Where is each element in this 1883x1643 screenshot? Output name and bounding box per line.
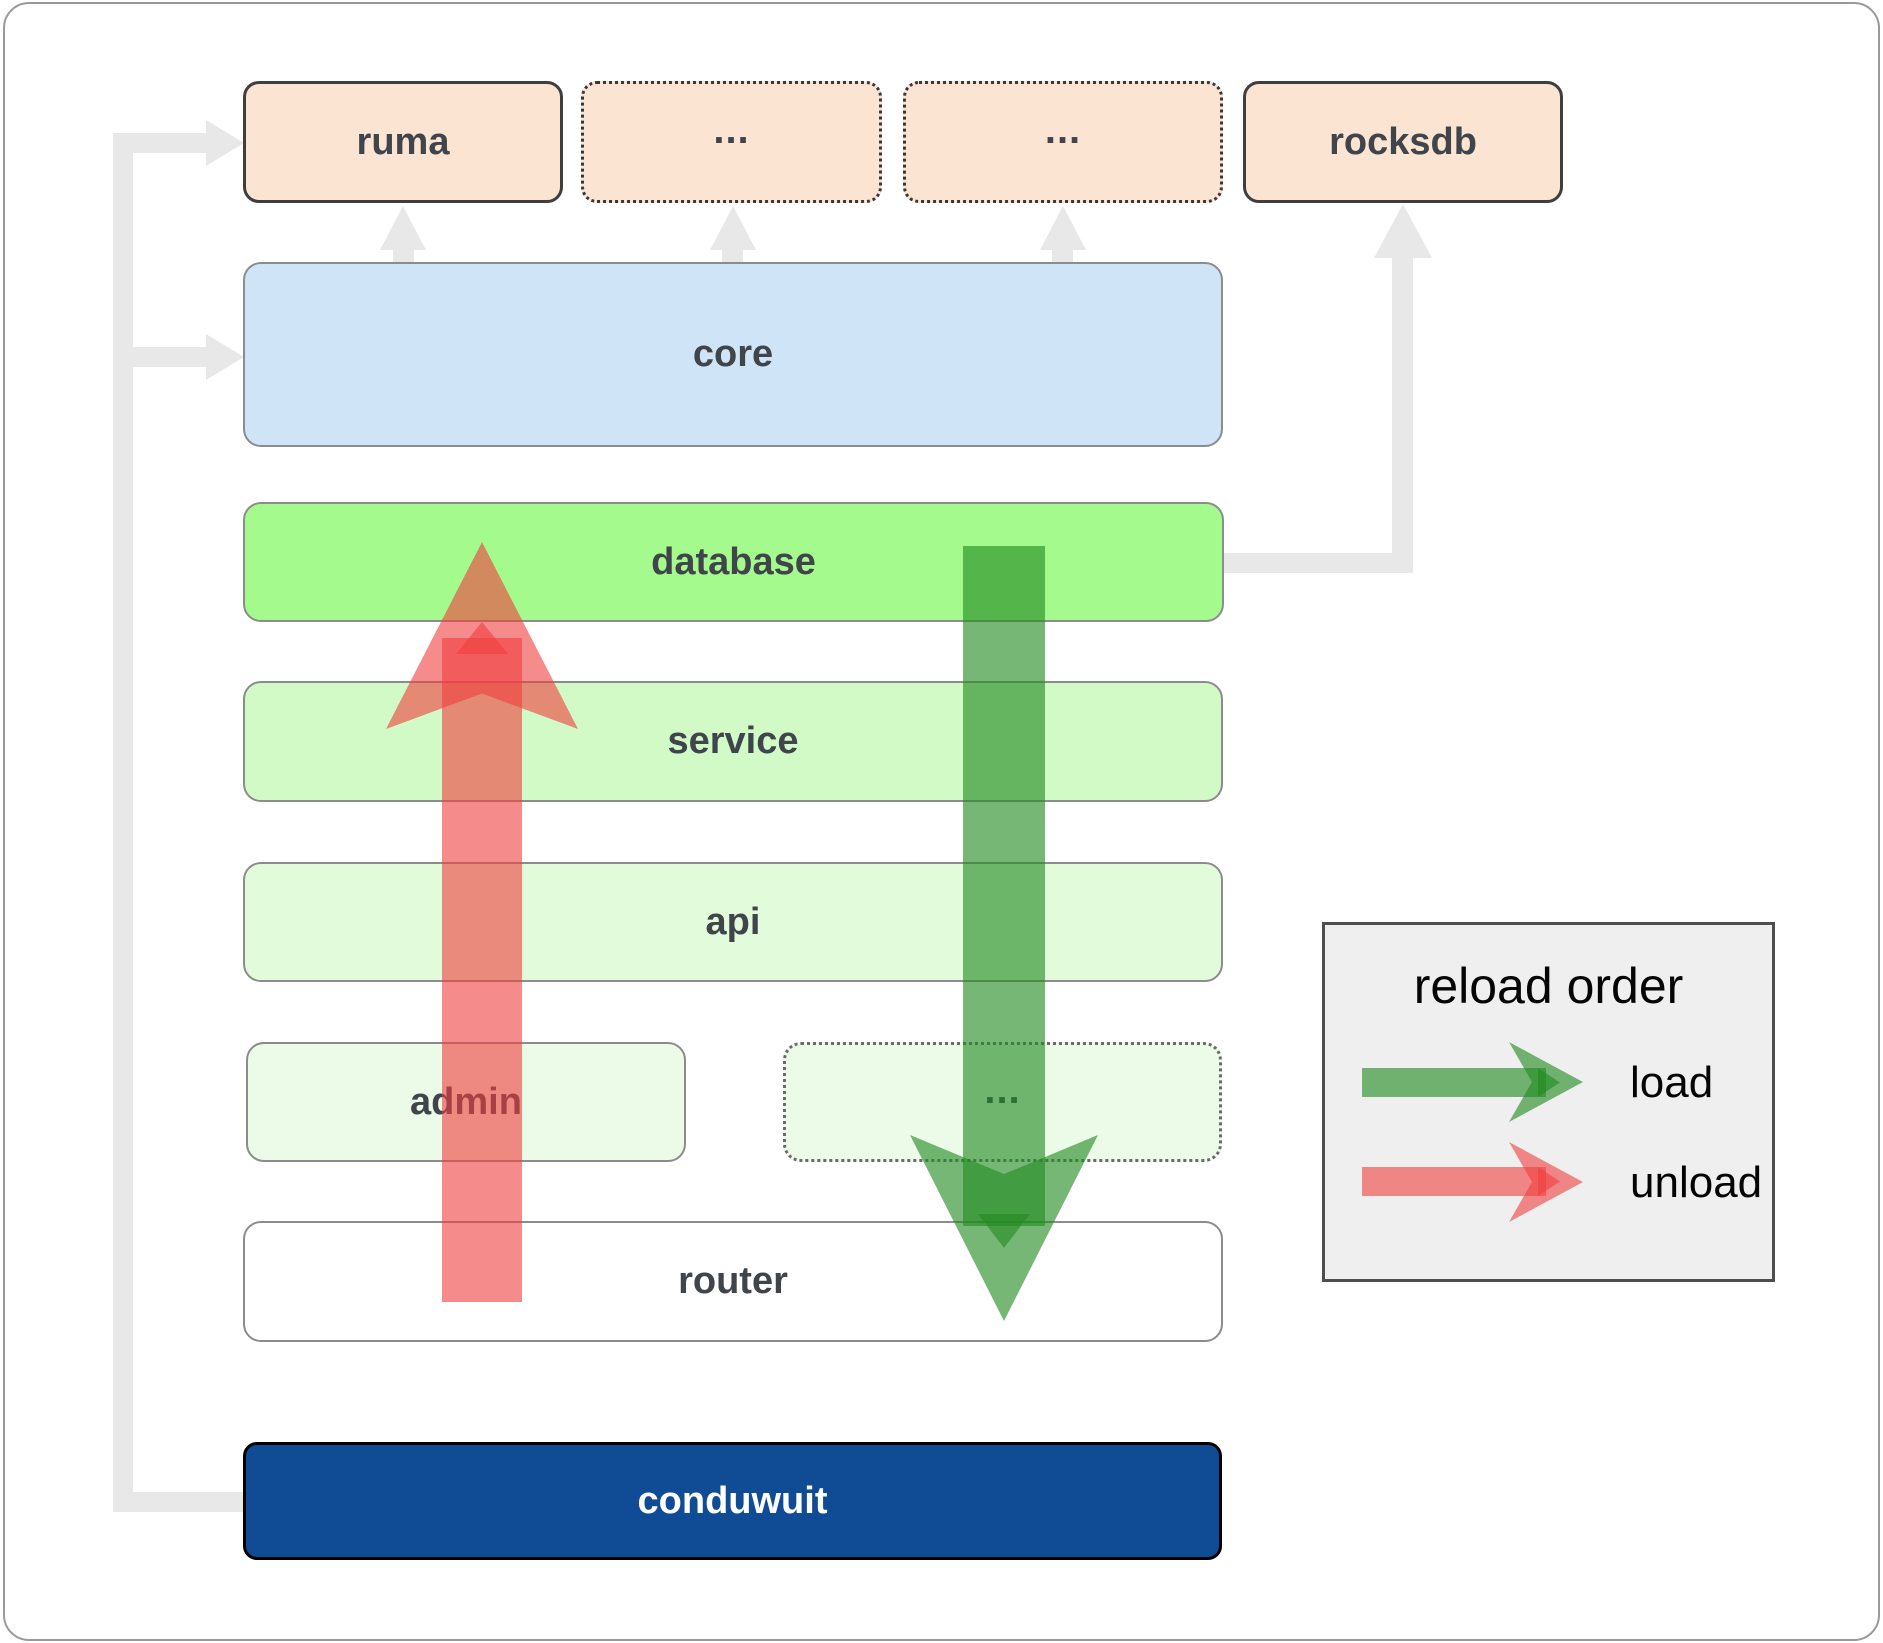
- connector-core-ext1-shaft: [722, 248, 743, 262]
- connector-conduwuit-to-left: [123, 1492, 247, 1512]
- connector-core-ext2-shaft: [1052, 248, 1073, 262]
- box-service: service: [243, 681, 1223, 802]
- connector-database-rocksdb-horizontal: [1224, 553, 1413, 573]
- box-service-label: service: [667, 720, 799, 762]
- box-ext-2: ...: [903, 81, 1223, 203]
- legend-load-label: load: [1630, 1058, 1714, 1107]
- box-router-label: router: [678, 1260, 788, 1302]
- box-conduwuit: conduwuit: [243, 1442, 1222, 1560]
- legend-panel: reload order: [1322, 922, 1775, 1282]
- box-conduwuit-label: conduwuit: [637, 1479, 828, 1522]
- box-router: router: [243, 1221, 1223, 1342]
- legend-title: reload order: [1413, 958, 1684, 1014]
- box-ext-1: ...: [581, 81, 882, 203]
- box-ext-2-label: ...: [1044, 107, 1082, 152]
- box-rocksdb-label: rocksdb: [1329, 120, 1477, 163]
- connector-database-rocksdb-vertical: [1392, 256, 1413, 567]
- box-core: core: [243, 262, 1223, 447]
- legend-unload-arrow-shaft: [1362, 1167, 1546, 1196]
- unload-arrow-shaft: [442, 638, 522, 1302]
- connector-core-ruma-shaft: [393, 248, 414, 262]
- box-api-label: api: [705, 900, 761, 943]
- box-api: api: [243, 862, 1223, 982]
- box-rocksdb: rocksdb: [1243, 81, 1563, 203]
- connector-left-vertical: [113, 133, 133, 1512]
- box-database-label: database: [651, 540, 816, 583]
- box-ruma-label: ruma: [356, 120, 450, 163]
- connector-to-core-shaft: [123, 347, 207, 367]
- outer-frame: [3, 2, 1880, 1641]
- box-database: database: [243, 502, 1224, 622]
- connector-to-ruma-shaft: [123, 133, 207, 153]
- load-arrow-shaft: [963, 546, 1045, 1226]
- box-core-label: core: [692, 333, 774, 375]
- box-ruma: ruma: [243, 81, 563, 203]
- legend-unload-label: unload: [1630, 1158, 1763, 1207]
- legend-load-arrow-shaft: [1362, 1068, 1546, 1097]
- box-ext-1-label: ...: [713, 107, 750, 152]
